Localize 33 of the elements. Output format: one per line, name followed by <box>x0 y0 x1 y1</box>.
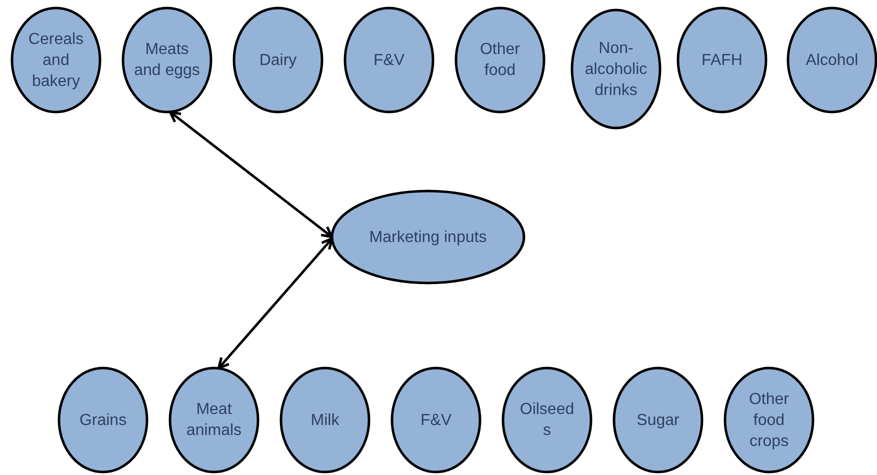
node-label: Marketing inputs <box>369 228 487 248</box>
node-label: FAFH <box>702 50 742 70</box>
node-label: Grains <box>79 410 127 430</box>
node-label: Sugar <box>636 410 680 430</box>
node-label: Meat animals <box>185 400 243 441</box>
category-ellipse <box>232 6 324 114</box>
node-label: Alcohol <box>806 50 858 70</box>
category-ellipse <box>279 366 371 474</box>
node-label: Other food <box>478 40 521 81</box>
category-ellipse <box>390 366 482 474</box>
category-ellipse <box>121 6 213 114</box>
category-ellipse <box>723 366 815 474</box>
node-label: Milk <box>310 410 340 430</box>
node-label: Non-alcoholic drinks <box>584 38 648 100</box>
node-label: Other food crops <box>748 390 790 452</box>
double-arrow <box>217 237 334 370</box>
category-ellipse <box>330 189 526 285</box>
category-ellipse <box>343 6 435 114</box>
node-label: F&V <box>373 50 405 70</box>
category-ellipse <box>57 366 149 474</box>
category-ellipse <box>10 6 102 114</box>
double-arrow <box>168 110 334 238</box>
category-ellipse <box>501 366 593 474</box>
category-ellipse <box>612 366 704 474</box>
node-label: F&V <box>420 410 452 430</box>
node-label: Cereals and bakery <box>27 30 85 92</box>
category-ellipse <box>454 6 546 114</box>
category-ellipse <box>570 8 662 130</box>
category-ellipse <box>676 6 768 114</box>
node-label: Oilseeds <box>518 400 576 441</box>
node-label: Meats and eggs <box>133 40 201 81</box>
category-ellipse <box>168 366 260 474</box>
node-label: Dairy <box>259 50 297 70</box>
